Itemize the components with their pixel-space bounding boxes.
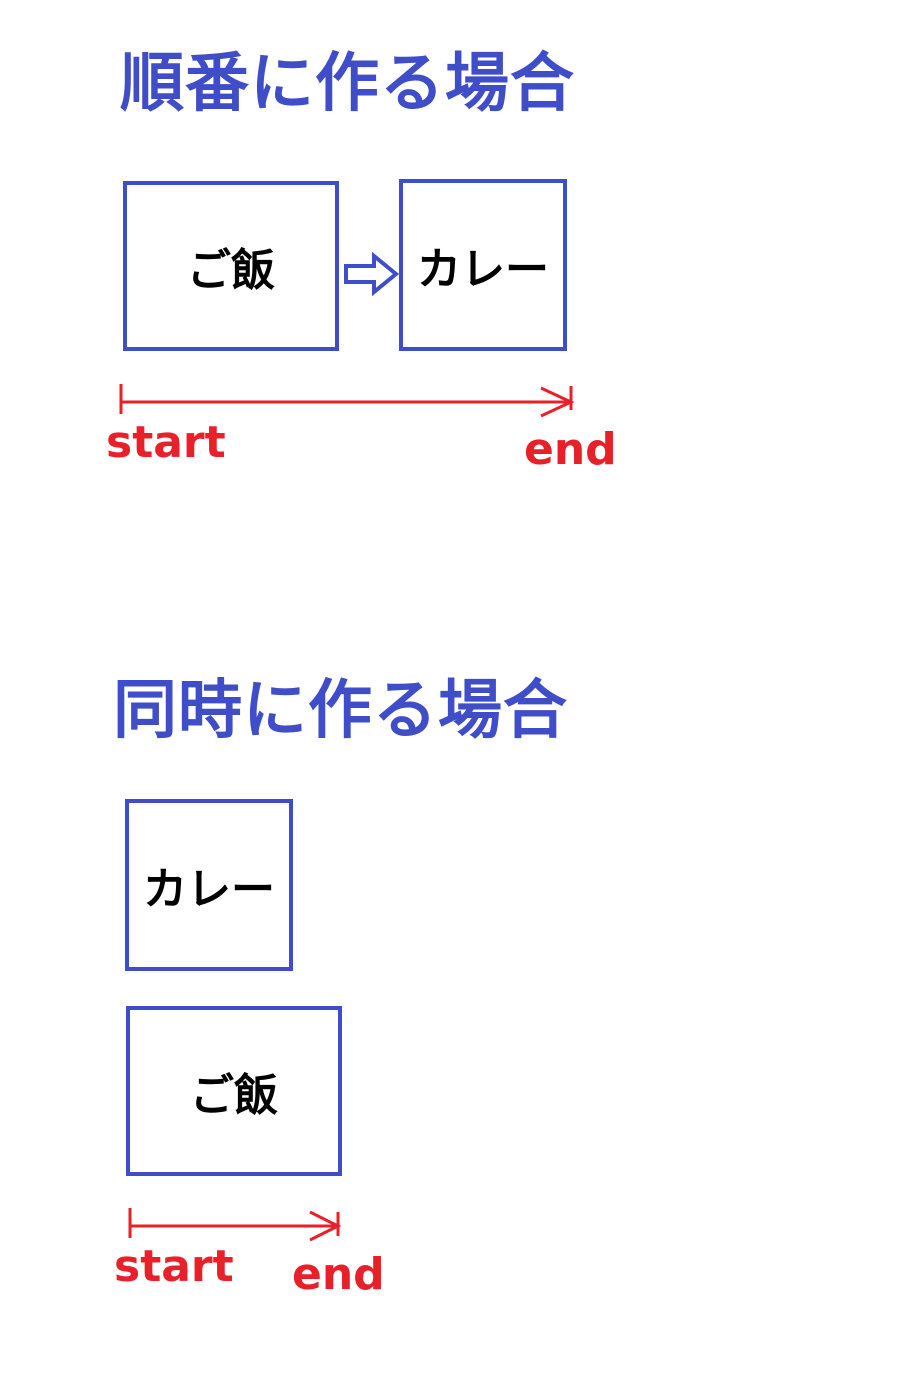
rice-box: ご飯 [123,181,339,351]
sequential-timeline [119,384,575,418]
sequential-start-label: start [106,417,226,468]
curry-label: カレー [143,864,275,915]
simultaneous-title: 同時に作る場合 [113,674,568,748]
sequential-end-label: end [524,424,617,475]
rice-box: ご飯 [126,1006,342,1176]
right-arrow-icon [344,251,400,297]
sequential-title: 順番に作る場合 [120,47,575,121]
simultaneous-end-label: end [292,1249,385,1300]
rice-label: ご飯 [187,245,275,296]
curry-box: カレー [125,799,293,971]
simultaneous-timeline [128,1208,342,1242]
curry-label: カレー [417,244,549,295]
curry-box: カレー [399,179,567,351]
rice-label: ご飯 [190,1070,278,1121]
simultaneous-start-label: start [114,1241,234,1292]
